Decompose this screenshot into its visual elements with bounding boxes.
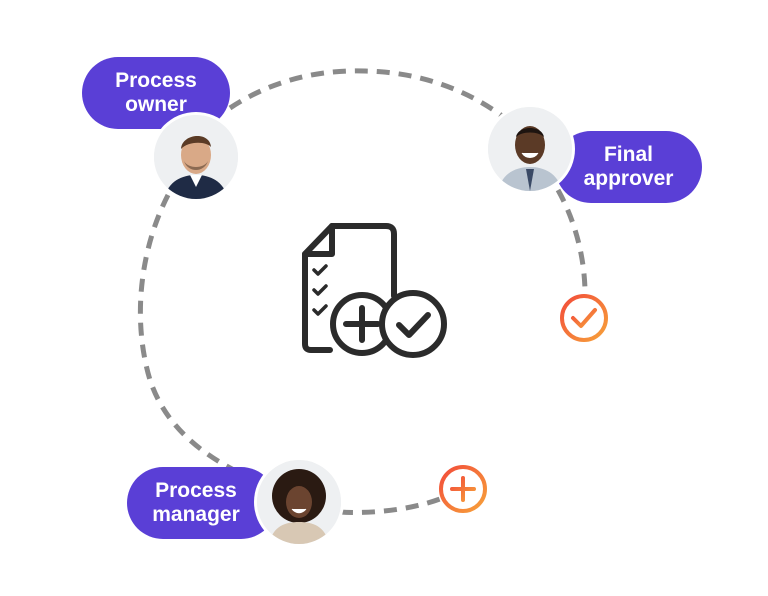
final-approver-label: Final approver xyxy=(555,131,702,203)
dashed-path-left xyxy=(137,193,252,481)
final-approver-line2: approver xyxy=(583,167,674,190)
final-approver-avatar xyxy=(488,107,572,191)
process-manager-line2: manager xyxy=(152,503,240,526)
dashed-path-top xyxy=(228,68,512,124)
process-manager-label: Process manager xyxy=(127,467,277,539)
process-manager-line1: Process xyxy=(155,479,237,502)
dashed-path-bottom xyxy=(339,496,441,515)
plus-circle-icon xyxy=(439,465,487,513)
process-owner-line2: owner xyxy=(125,93,187,116)
document-checklist-icon xyxy=(302,223,447,358)
check-circle-icon xyxy=(560,294,608,342)
process-owner-avatar xyxy=(154,115,238,199)
dashed-path-right xyxy=(555,188,588,291)
process-owner-line1: Process xyxy=(115,69,197,92)
final-approver-line1: Final xyxy=(603,143,653,166)
process-manager-avatar xyxy=(257,460,341,544)
